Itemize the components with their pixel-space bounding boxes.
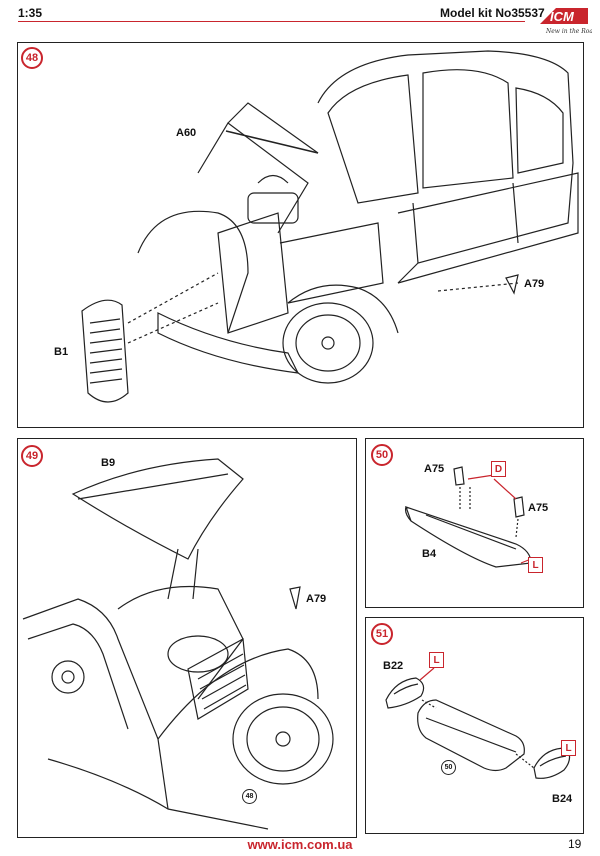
color-tag-l: L bbox=[528, 557, 543, 573]
step-49-badge: 49 bbox=[21, 445, 43, 467]
step-48-drawing bbox=[81, 50, 579, 403]
part-label-a75-left: A75 bbox=[424, 463, 445, 475]
svg-text:New in the Road: New in the Road bbox=[545, 28, 592, 35]
scale-label: 1:35 bbox=[18, 6, 43, 20]
step-49-drawing bbox=[22, 458, 334, 830]
step-49-panel bbox=[17, 438, 357, 838]
step-51-drawing bbox=[385, 667, 571, 779]
step-48-badge: 48 bbox=[21, 47, 43, 69]
step-50-panel bbox=[365, 438, 584, 608]
step-49-ref-48: 48 bbox=[242, 789, 257, 804]
color-tag-l-b24: L bbox=[561, 740, 576, 756]
part-label-a60: A60 bbox=[176, 127, 197, 139]
step-50-drawing bbox=[404, 466, 532, 568]
step-50-badge: 50 bbox=[371, 444, 393, 466]
svg-text:ICM: ICM bbox=[550, 9, 575, 24]
step-51-ref-50: 50 bbox=[441, 760, 456, 775]
part-label-a75-right: A75 bbox=[528, 502, 549, 514]
footer-url[interactable]: www.icm.com.ua bbox=[247, 837, 353, 852]
part-label-b4: B4 bbox=[422, 548, 437, 560]
color-tag-l-b22: L bbox=[429, 652, 444, 668]
header-rule bbox=[18, 21, 525, 22]
color-tag-d: D bbox=[491, 461, 506, 477]
part-label-a79: A79 bbox=[524, 278, 545, 290]
model-number: Model kit No35537 bbox=[440, 6, 545, 20]
step-48-panel bbox=[17, 42, 584, 428]
step-51-badge: 51 bbox=[371, 623, 393, 645]
part-label-b24: B24 bbox=[552, 793, 573, 805]
page-number: 19 bbox=[568, 837, 582, 851]
part-label-a79: A79 bbox=[306, 593, 327, 605]
part-label-b9: B9 bbox=[101, 457, 116, 469]
part-label-b22: B22 bbox=[383, 660, 404, 672]
icm-logo: ICM New in the Road bbox=[536, 2, 592, 36]
part-label-b1: B1 bbox=[54, 346, 69, 358]
step-51-panel bbox=[365, 617, 584, 834]
